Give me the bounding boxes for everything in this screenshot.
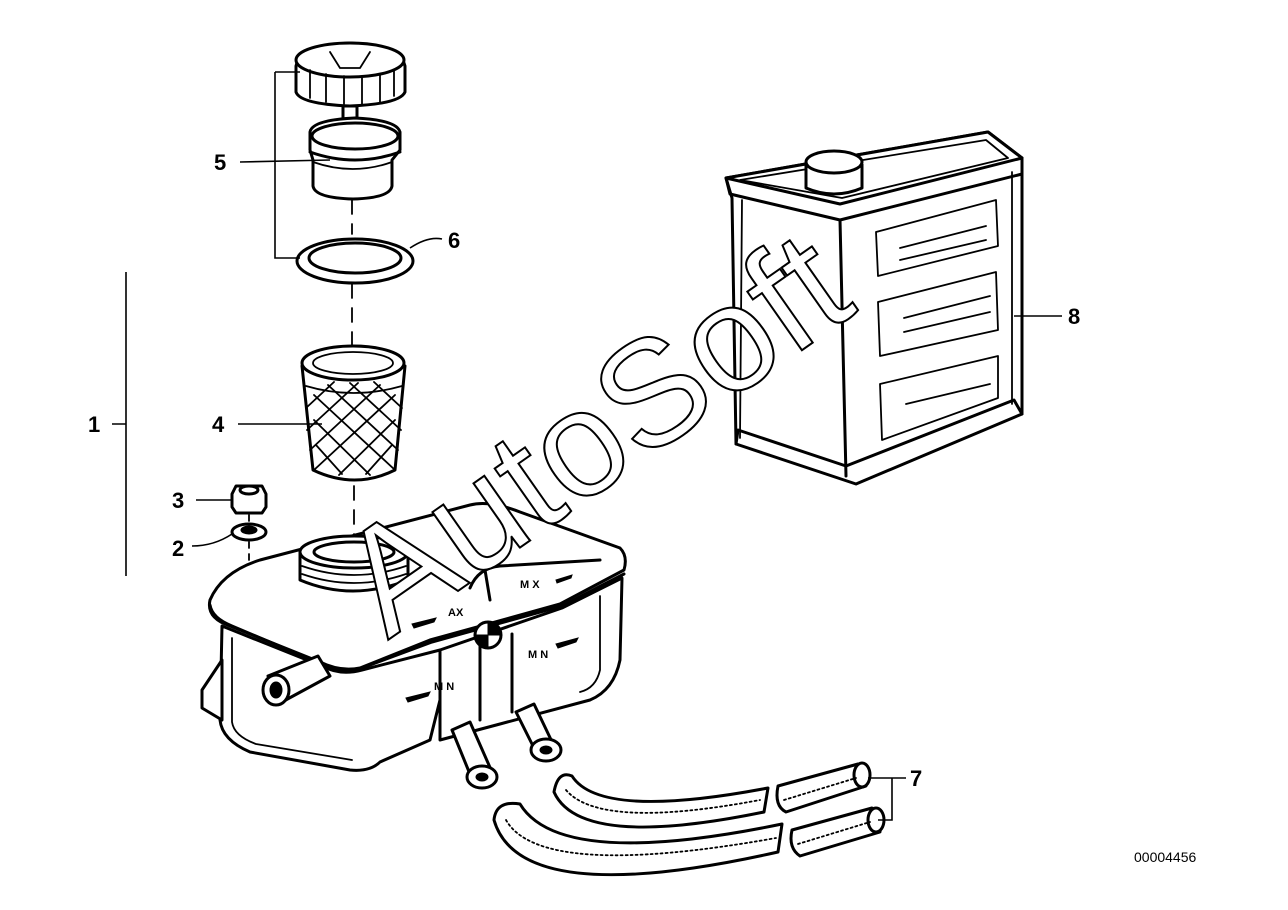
callout-6: 6	[448, 228, 460, 253]
bottom-outlet-left	[450, 720, 499, 790]
bottom-outlet-right	[514, 702, 563, 763]
callout-labels: 1 2 3 4 5 6 7 8	[88, 150, 1080, 791]
side-outlet-nipple	[261, 654, 332, 707]
reservoir-tank: AX M X M N M N	[200, 502, 627, 790]
hose-upper	[552, 761, 872, 829]
max-mark-left: AX	[448, 607, 464, 619]
max-mark-right: M X	[520, 579, 540, 591]
callout-5: 5	[214, 150, 226, 175]
cap-insert	[308, 116, 402, 201]
document-id: 00004456	[1134, 849, 1197, 865]
callout-4: 4	[212, 412, 225, 437]
min-mark-left: M N	[434, 681, 454, 693]
washer	[230, 522, 268, 542]
min-mark-right: M N	[528, 649, 548, 661]
fluid-can	[724, 130, 1024, 486]
callout-8: 8	[1068, 304, 1080, 329]
hex-nut	[230, 484, 268, 515]
hose-lower	[492, 801, 886, 877]
hose-set	[492, 761, 886, 877]
leader-lines	[112, 71, 1062, 821]
logo-roundel	[473, 620, 503, 650]
strainer-basket	[300, 344, 407, 482]
strainer-mesh	[305, 381, 403, 476]
callout-3: 3	[172, 488, 184, 513]
gasket-ring	[295, 237, 415, 285]
callout-2: 2	[172, 536, 184, 561]
callout-7: 7	[910, 766, 922, 791]
callout-1: 1	[88, 412, 100, 437]
